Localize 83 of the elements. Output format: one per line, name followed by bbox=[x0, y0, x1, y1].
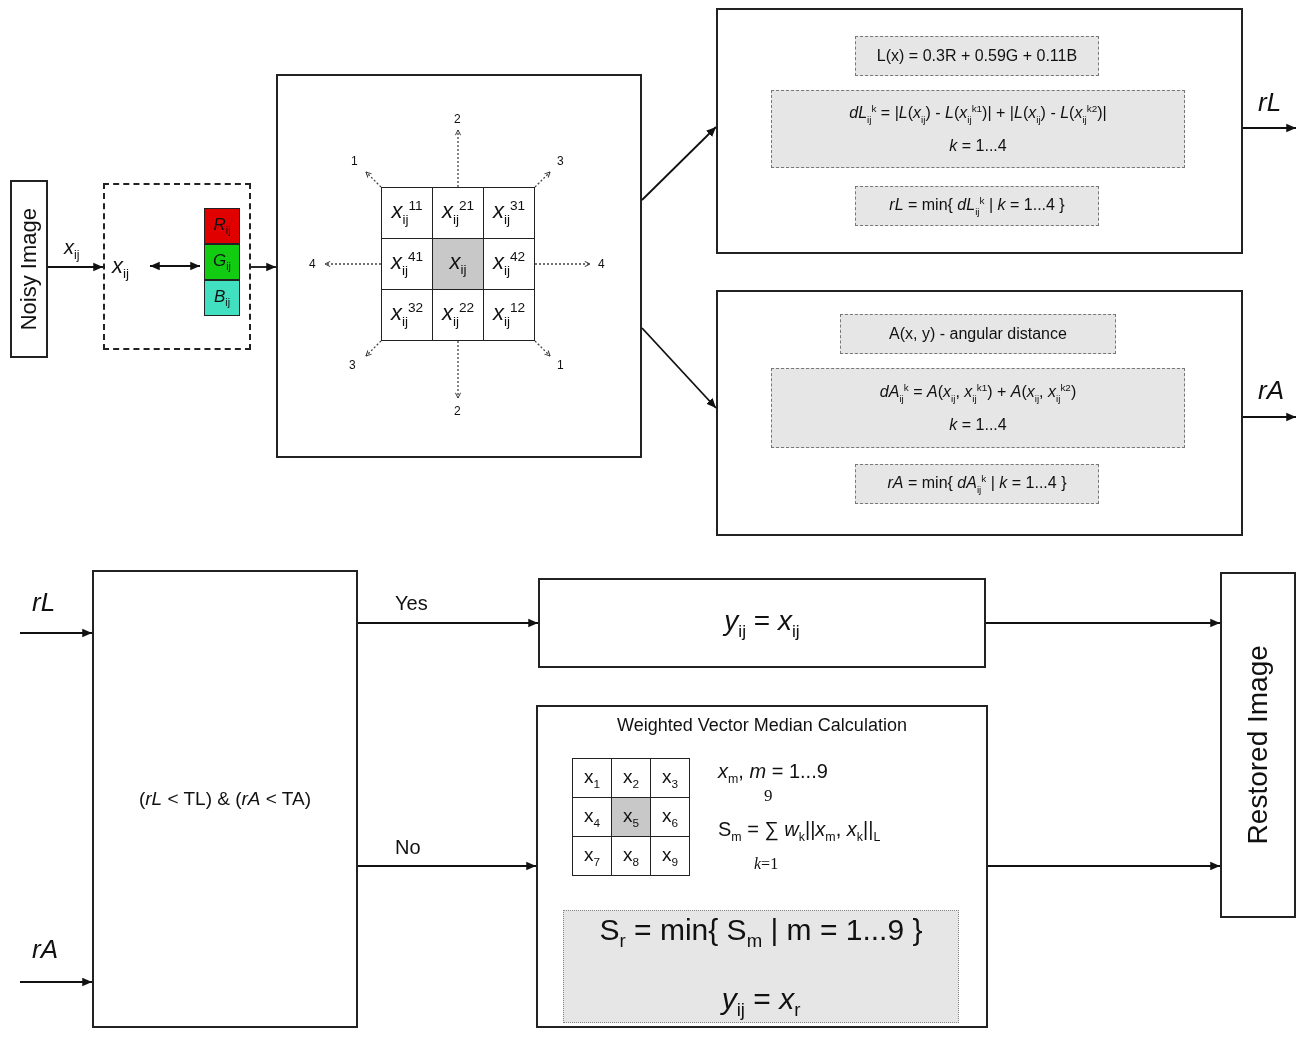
formula-text: k = 1...4 bbox=[949, 135, 1007, 155]
arrow bbox=[987, 861, 1221, 871]
direction-number: 1 bbox=[557, 359, 564, 371]
cell-symbol: x$_{5}$ bbox=[622, 804, 639, 830]
cell-symbol: B$_{ij}$ bbox=[214, 286, 230, 309]
cell-symbol: x$_{4}$ bbox=[583, 804, 600, 830]
formula-text: S$_{r}$ = min{ S$_{m}$ | m = 1...9 } bbox=[599, 912, 923, 953]
decision-box bbox=[92, 570, 358, 1028]
formula-box bbox=[855, 36, 1099, 76]
sum-limit: 9 bbox=[764, 787, 773, 804]
grid-cell bbox=[572, 836, 612, 876]
input-box bbox=[10, 180, 48, 358]
cell-symbol: R$_{ij}$ bbox=[213, 214, 231, 237]
direction-number: 2 bbox=[454, 113, 461, 125]
grid-cell bbox=[611, 797, 651, 837]
formula-text: dA$_{ij}$$^{k}$ = A(x$_{ij}$, x$_{ij}$$^{k1}$) + A(x$_{ij}$, x$_{ij}$$^{k2}$) bbox=[879, 382, 1077, 405]
formula-box bbox=[855, 464, 1099, 504]
formula-text: L(x) = 0.3R + 0.59G + 0.11B bbox=[876, 46, 1078, 66]
direction-number: 3 bbox=[557, 155, 564, 167]
cell-symbol: x$_{7}$ bbox=[583, 843, 600, 869]
vector-symbol: x$_{ij}$ bbox=[112, 252, 146, 280]
grid-cell bbox=[432, 238, 484, 290]
cell-symbol: G$_{ij}$ bbox=[213, 250, 231, 273]
arrow bbox=[985, 618, 1221, 628]
color-channel-box bbox=[204, 244, 240, 280]
panel-box bbox=[716, 290, 1243, 536]
formula-text: y$_{ij}$ = x$_{ij}$ bbox=[724, 604, 800, 642]
formula-text: dL$_{ij}$$^{k}$ = |L(x$_{ij}$) - L(x$_{ij}$$^{k1}$)| + |L(x$_{ij}$) - L(x$_{ij}$$^{k2}$)| bbox=[849, 103, 1107, 126]
formula-box bbox=[855, 186, 1099, 226]
formula-text: x$_{m}$, m = 1...9 bbox=[718, 759, 828, 787]
formula-box bbox=[771, 90, 1185, 168]
sum-limit: k=1 bbox=[754, 856, 779, 872]
cell-symbol: x$_{6}$ bbox=[661, 804, 678, 830]
formula-text: S$_{m}$ = ∑ w$_{k}$||x$_{m}$, x$_{k}$||$_{L}$ bbox=[718, 817, 881, 845]
formula-box bbox=[840, 314, 1116, 354]
direction-number: 4 bbox=[598, 258, 605, 270]
cell-symbol: x$_{ij}$ bbox=[449, 249, 467, 279]
process-box bbox=[538, 578, 986, 668]
formula-text: rA = min{ dA$_{ij}$$^{k}$ | k = 1...4 } bbox=[887, 472, 1067, 496]
color-channel-box bbox=[204, 208, 240, 244]
result-box bbox=[563, 910, 959, 1023]
direction-number: 2 bbox=[454, 405, 461, 417]
cell-symbol: x$_{8}$ bbox=[622, 843, 639, 869]
node-label: Noisy Image bbox=[15, 207, 42, 331]
heading-text: Weighted Vector Median Calculation bbox=[616, 715, 908, 737]
direction-number: 1 bbox=[351, 155, 358, 167]
formula-text: rL = min{ dL$_{ij}$$^{k}$ | k = 1...4 } bbox=[889, 194, 1065, 218]
cell-symbol: x$_{3}$ bbox=[661, 765, 678, 791]
neighborhood-box bbox=[276, 74, 642, 458]
arrow bbox=[357, 861, 537, 871]
arrow bbox=[641, 126, 717, 201]
direction-number: 3 bbox=[349, 359, 356, 371]
formula-text: (rL < TL) & (rA < TA) bbox=[138, 787, 312, 811]
median-panel bbox=[536, 705, 988, 1028]
formula-text: A(x, y) - angular distance bbox=[889, 324, 1067, 344]
formula-box bbox=[771, 368, 1185, 448]
grid-cell bbox=[483, 187, 535, 239]
arrow bbox=[1242, 123, 1297, 133]
output-box bbox=[1220, 572, 1296, 918]
arrow bbox=[1242, 412, 1297, 422]
grid-cell bbox=[381, 187, 433, 239]
direction-number: 4 bbox=[309, 258, 316, 270]
node-label: Restored Image bbox=[1241, 645, 1275, 845]
grid-cell bbox=[572, 758, 612, 798]
arrow bbox=[19, 977, 93, 987]
arrow bbox=[641, 327, 717, 409]
dashed-group-box bbox=[103, 183, 251, 350]
formula-text: y$_{ij}$ = x$_{r}$ bbox=[721, 980, 801, 1021]
arrow bbox=[47, 262, 104, 272]
arrow bbox=[357, 618, 539, 628]
cell-symbol: x$_{9}$ bbox=[661, 843, 678, 869]
cell-symbol: x$_{1}$ bbox=[583, 765, 600, 791]
cell-symbol: x$_{2}$ bbox=[622, 765, 639, 791]
formula-text: k = 1...4 bbox=[949, 414, 1007, 434]
grid-cell bbox=[483, 289, 535, 341]
arrow bbox=[19, 628, 93, 638]
panel-box bbox=[716, 8, 1243, 254]
arrow bbox=[149, 261, 201, 271]
grid-cell bbox=[381, 289, 433, 341]
grid-cell bbox=[650, 836, 690, 876]
color-channel-box bbox=[204, 280, 240, 316]
arrow bbox=[250, 262, 277, 272]
grid-cell bbox=[650, 758, 690, 798]
